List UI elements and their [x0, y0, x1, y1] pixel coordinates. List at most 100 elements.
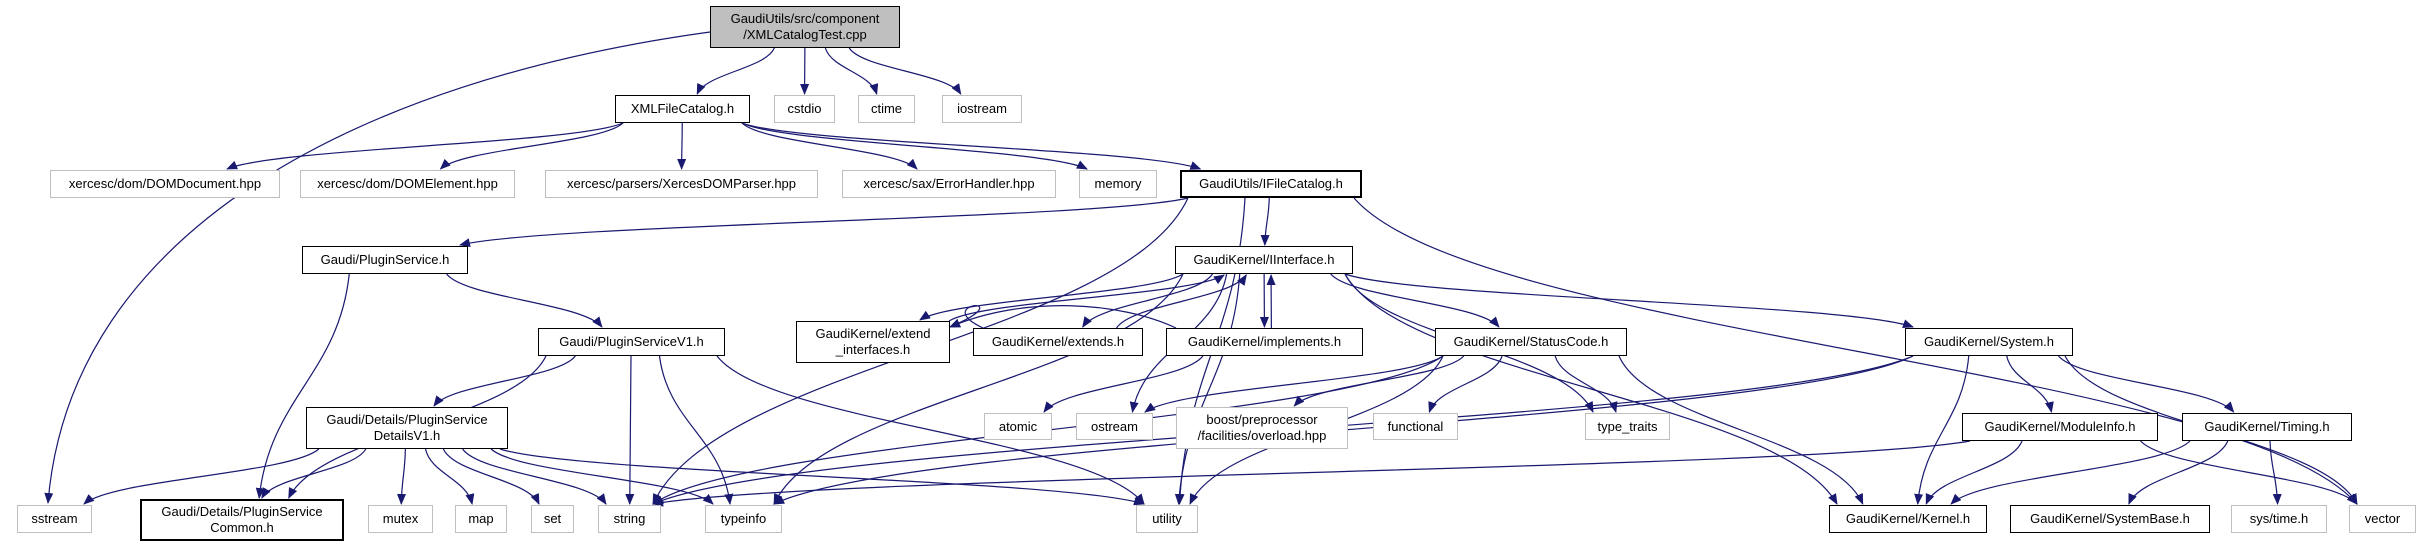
node-label: ctime [870, 101, 903, 116]
edge-extends-to-iinterface [1115, 274, 1247, 329]
node-label: xercesc/dom/DOMDocument.hpp [68, 176, 262, 191]
node-label: Gaudi/PluginService.h [320, 252, 450, 267]
edge-pluginservice-to-common [255, 273, 350, 499]
edge-statuscode-to-ostream [1144, 355, 1444, 413]
node-typeinfo: typeinfo [705, 505, 782, 533]
edge-xmlfilecatalog-to-ifilecatalog [741, 122, 1202, 170]
node-label: XMLFileCatalog.h [630, 101, 735, 116]
node-systime: sys/time.h [2231, 505, 2327, 533]
node-pluginservice[interactable]: Gaudi/PluginService.h [302, 246, 468, 274]
node-ifilecatalog[interactable]: GaudiUtils/IFileCatalog.h [1180, 170, 1362, 198]
node-label: set [543, 511, 562, 526]
edge-moduleinfo-to-vector [2140, 440, 2358, 505]
edge-iinterface-to-system [1344, 273, 1914, 328]
node-label: mutex [382, 511, 419, 526]
node-label: iostream [957, 101, 1007, 116]
node-label: Gaudi/Details/PluginService [326, 412, 488, 427]
edge-xmlfilecatalog-to-xercesparser [677, 122, 687, 170]
node-label: cstdio [787, 101, 822, 116]
edge-implements-to-extendinterfaces [949, 305, 1177, 329]
node-label: GaudiUtils/IFileCatalog.h [1199, 176, 1343, 191]
node-systembase[interactable]: GaudiKernel/SystemBase.h [2010, 505, 2210, 533]
edge-system-to-timing [2058, 355, 2235, 413]
node-atomic: atomic [984, 413, 1052, 440]
edge-detailsv1-to-sstream [83, 448, 320, 505]
edge-xmlfilecatalog-to-domdocument [226, 122, 624, 170]
edge-pluginservicev1-to-string [625, 355, 635, 505]
edge-extends-to-extendinterfaces [949, 305, 984, 329]
node-xmlfilecatalog[interactable]: XMLFileCatalog.h [615, 95, 750, 123]
node-label: utility [1152, 511, 1182, 526]
node-label: xercesc/sax/ErrorHandler.hpp [863, 176, 1035, 191]
edge-detailsv1-to-common [261, 448, 367, 499]
node-label: sys/time.h [2249, 511, 2309, 526]
edge-statuscode-to-typetraits [1554, 355, 1618, 413]
edge-pluginservicev1-to-detailsv1 [433, 355, 576, 407]
node-label: GaudiKernel/SystemBase.h [2030, 511, 2190, 526]
node-label: xercesc/dom/DOMElement.hpp [317, 176, 498, 191]
node-label: ostream [1091, 418, 1138, 434]
node-moduleinfo[interactable]: GaudiKernel/ModuleInfo.h [1962, 413, 2158, 441]
node-label: DetailsV1.h [373, 428, 441, 443]
node-label: GaudiUtils/src/component [730, 11, 880, 26]
node-string: string [598, 505, 661, 533]
node-label: type_traits [1597, 418, 1658, 434]
node-utility: utility [1136, 505, 1198, 533]
node-label: atomic [998, 418, 1038, 434]
node-kernel[interactable]: GaudiKernel/Kernel.h [1829, 505, 1987, 533]
edge-root-to-xmlfilecatalog [696, 47, 775, 95]
node-map: map [455, 505, 507, 533]
node-mutex: mutex [368, 505, 433, 533]
edge-ifilecatalog-to-iinterface [1260, 197, 1270, 246]
node-set: set [531, 505, 574, 533]
edge-detailsv1-to-string [462, 448, 607, 505]
node-iinterface[interactable]: GaudiKernel/IInterface.h [1175, 246, 1353, 274]
node-label: typeinfo [720, 511, 767, 526]
node-label: GaudiKernel/extends.h [991, 334, 1125, 349]
node-timing[interactable]: GaudiKernel/Timing.h [2182, 413, 2352, 441]
edge-implements-to-atomic [1043, 355, 1204, 413]
node-ctime: ctime [858, 95, 915, 123]
node-label: GaudiKernel/StatusCode.h [1453, 334, 1609, 349]
node-extends[interactable]: GaudiKernel/extends.h [973, 328, 1143, 356]
node-domdocument: xercesc/dom/DOMDocument.hpp [50, 170, 280, 198]
node-label: GaudiKernel/System.h [1923, 334, 2055, 349]
node-label: sstream [31, 511, 78, 526]
node-label: Common.h [210, 520, 274, 535]
node-extendinterfaces[interactable]: GaudiKernel/extend_interfaces.h [796, 321, 950, 363]
edge-root-to-ctime [824, 47, 879, 95]
node-system[interactable]: GaudiKernel/System.h [1905, 328, 2073, 356]
node-label: /XMLCatalogTest.cpp [743, 27, 867, 42]
node-memory: memory [1079, 170, 1157, 198]
edge-detailsv1-to-utility [499, 448, 1145, 506]
node-label: GaudiKernel/implements.h [1187, 334, 1342, 349]
edge-xmlfilecatalog-to-errorhandler [741, 122, 918, 170]
node-label: memory [1094, 176, 1142, 191]
node-implements[interactable]: GaudiKernel/implements.h [1166, 328, 1363, 356]
node-statuscode[interactable]: GaudiKernel/StatusCode.h [1435, 328, 1627, 356]
edge-detailsv1-to-map [424, 448, 475, 505]
node-sstream: sstream [17, 505, 92, 533]
edge-statuscode-to-boost [1293, 355, 1465, 407]
edge-xmlfilecatalog-to-memory [741, 122, 1088, 170]
node-pluginservicev1[interactable]: Gaudi/PluginServiceV1.h [538, 328, 725, 356]
node-label: GaudiKernel/Kernel.h [1845, 511, 1971, 526]
node-cstdio: cstdio [774, 95, 835, 123]
edge-pluginservice-to-pluginservicev1 [446, 273, 603, 328]
node-errorhandler: xercesc/sax/ErrorHandler.hpp [842, 170, 1056, 198]
node-boost: boost/preprocessor/facilities/overload.h… [1176, 407, 1348, 449]
node-label: _interfaces.h [835, 342, 911, 357]
node-typetraits: type_traits [1585, 413, 1670, 440]
edge-system-to-moduleinfo [2006, 355, 2054, 413]
edge-iinterface-to-kernel [1344, 273, 1838, 505]
node-label: GaudiKernel/extend [815, 326, 931, 341]
edge-statuscode-to-functional [1428, 355, 1503, 413]
edge-detailsv1-to-typeinfo [490, 448, 714, 505]
node-label: Gaudi/Details/PluginService [161, 504, 323, 519]
node-domelement: xercesc/dom/DOMElement.hpp [300, 170, 515, 198]
edge-detailsv1-to-set [442, 448, 540, 505]
node-label: GaudiKernel/IInterface.h [1193, 252, 1335, 267]
node-vector: vector [2349, 505, 2416, 533]
